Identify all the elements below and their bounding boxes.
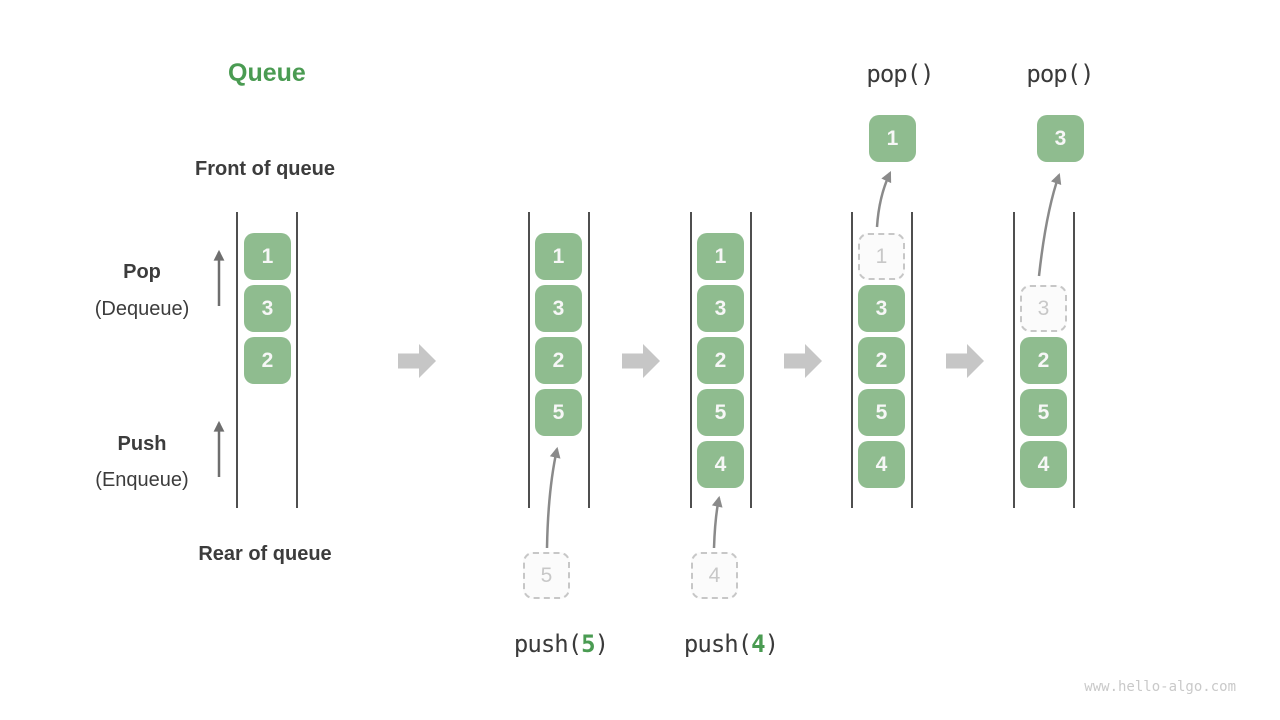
queue3-right-wall bbox=[750, 212, 752, 508]
queue-element: 4 bbox=[1020, 441, 1067, 488]
diagram-title: Queue bbox=[228, 59, 306, 87]
queue-element: 4 bbox=[858, 441, 905, 488]
queue-element: 5 bbox=[535, 389, 582, 436]
state-transition-arrow-icon bbox=[398, 344, 436, 378]
queue5-left-wall bbox=[1013, 212, 1015, 508]
queue4-left-wall bbox=[851, 212, 853, 508]
queue-element: 5 bbox=[1020, 389, 1067, 436]
push-call-label-2: push(4) bbox=[631, 630, 831, 658]
push-call-fn: push( bbox=[513, 630, 582, 658]
queue-element: 2 bbox=[858, 337, 905, 384]
queue1-left-wall bbox=[236, 212, 238, 508]
queue3-left-wall bbox=[690, 212, 692, 508]
push-operation-label: Push bbox=[117, 433, 167, 455]
queue-element: 3 bbox=[858, 285, 905, 332]
queue-element: 2 bbox=[244, 337, 291, 384]
state-transition-arrow-icon bbox=[622, 344, 660, 378]
queue-element-ghost: 3 bbox=[1020, 285, 1067, 332]
pop-remove-arrow-icon bbox=[1037, 172, 1062, 277]
queue-element: 1 bbox=[535, 233, 582, 280]
push-call-label-1: push(5) bbox=[461, 630, 661, 658]
push-insert-arrow-icon bbox=[711, 495, 723, 549]
push-call-close: ) bbox=[594, 630, 609, 658]
queue-element: 2 bbox=[697, 337, 744, 384]
state-transition-arrow-icon bbox=[784, 344, 822, 378]
queue-element: 3 bbox=[244, 285, 291, 332]
rear-of-queue-label: Rear of queue bbox=[198, 543, 332, 565]
popped-element: 3 bbox=[1037, 115, 1084, 162]
enqueue-sub-label: (Enqueue) bbox=[95, 469, 189, 491]
push-call-arg: 5 bbox=[581, 630, 595, 658]
queue-element: 3 bbox=[697, 285, 744, 332]
push-call-fn: push( bbox=[683, 630, 752, 658]
front-of-queue-label: Front of queue bbox=[195, 158, 335, 180]
push-source-ghost: 5 bbox=[523, 552, 570, 599]
push-source-ghost: 4 bbox=[691, 552, 738, 599]
popped-element: 1 bbox=[869, 115, 916, 162]
queue-element: 3 bbox=[535, 285, 582, 332]
queue1-right-wall bbox=[296, 212, 298, 508]
queue-element: 5 bbox=[858, 389, 905, 436]
state-transition-arrow-icon bbox=[946, 344, 984, 378]
pop-operation-label: Pop bbox=[123, 261, 161, 283]
queue2-right-wall bbox=[588, 212, 590, 508]
queue-element: 5 bbox=[697, 389, 744, 436]
pop-call-label-1: pop() bbox=[866, 60, 934, 88]
queue4-right-wall bbox=[911, 212, 913, 508]
queue-element: 4 bbox=[697, 441, 744, 488]
queue-element: 2 bbox=[1020, 337, 1067, 384]
queue-element: 1 bbox=[244, 233, 291, 280]
watermark: www.hello-algo.com bbox=[1084, 679, 1236, 695]
queue-element-ghost: 1 bbox=[858, 233, 905, 280]
dequeue-sub-label: (Dequeue) bbox=[94, 298, 190, 320]
queue2-left-wall bbox=[528, 212, 530, 508]
push-insert-arrow-icon bbox=[545, 446, 561, 549]
push-call-arg: 4 bbox=[751, 630, 765, 658]
pop-remove-arrow-icon bbox=[875, 171, 892, 228]
queue-element: 1 bbox=[697, 233, 744, 280]
queue5-right-wall bbox=[1073, 212, 1075, 508]
queue-element: 2 bbox=[535, 337, 582, 384]
push-call-close: ) bbox=[764, 630, 779, 658]
pop-call-label-2: pop() bbox=[1026, 60, 1094, 88]
